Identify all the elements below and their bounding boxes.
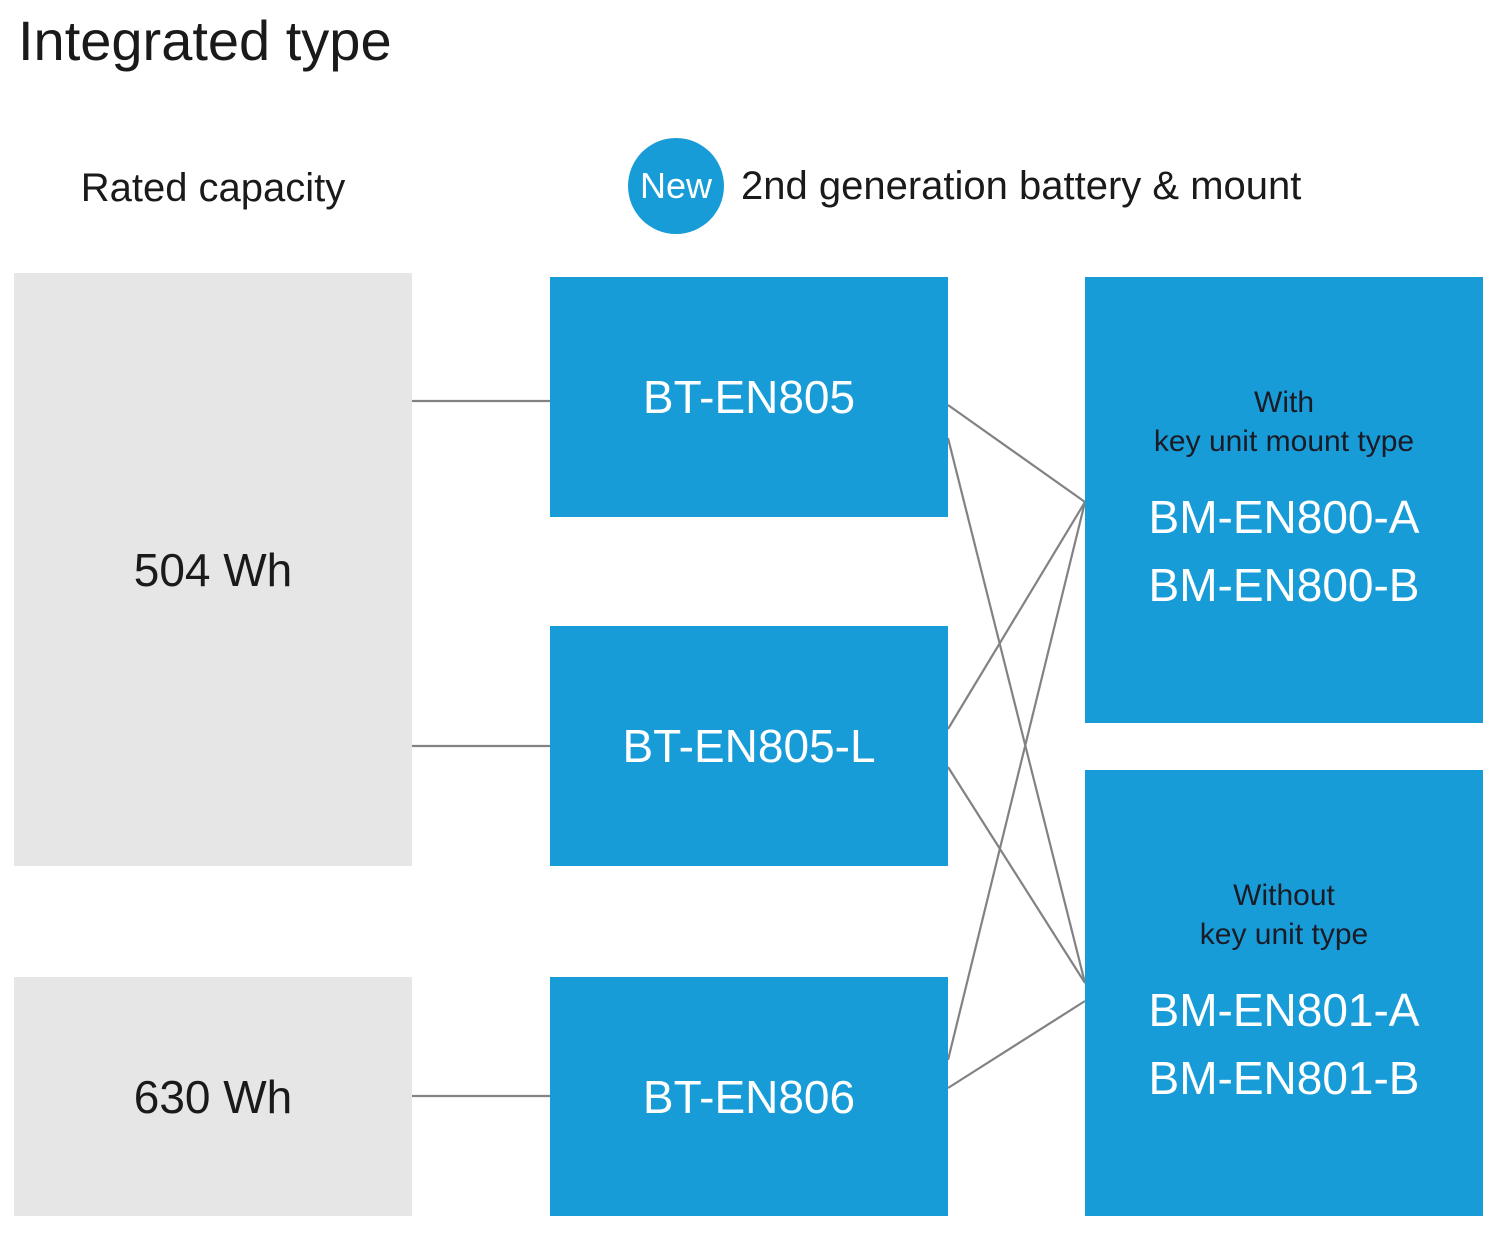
new-badge-label: New [639,165,713,206]
battery-box-bt-en805-l: BT-EN805-L [550,626,948,866]
mount-box-with-key-unit: With key unit mount type BM-EN800-A BM-E… [1085,277,1483,723]
capacity-label-504wh: 504 Wh [133,543,293,596]
battery-box-bt-en805: BT-EN805 [550,277,948,517]
page-title: Integrated type [18,9,392,72]
connector-bt-en806--without-key-unit [947,1000,1086,1089]
mount-heading-line1: With [1254,386,1314,419]
new-legend-caption: 2nd generation battery & mount [741,163,1302,208]
connector-bt-en805--with-key-unit [947,404,1086,503]
connector-bt-en805-l--without-key-unit [947,766,1086,984]
battery-label-bt-en805-l: BT-EN805-L [622,720,876,772]
mount-model-bm-en800-b: BM-EN800-B [1148,559,1420,611]
battery-label-bt-en805: BT-EN805 [642,371,856,423]
mount-model-bm-en801-b: BM-EN801-B [1148,1052,1420,1104]
battery-label-bt-en806: BT-EN806 [642,1070,856,1123]
rated-capacity-label: Rated capacity [80,166,346,210]
mount-models-without-key-unit: BM-EN801-A BM-EN801-B [1149,976,1420,1112]
new-badge-icon: New [628,138,724,234]
new-generation-legend: New 2nd generation battery & mount [628,138,1301,234]
mount-box-without-key-unit: Without key unit type BM-EN801-A BM-EN80… [1085,770,1483,1216]
mount-model-bm-en800-a: BM-EN800-A [1148,491,1420,543]
mount-heading-without-key-unit: Without key unit type [1200,876,1368,954]
mount-heading-line1: Without [1233,879,1335,912]
battery-box-bt-en806: BT-EN806 [550,977,948,1216]
mount-model-bm-en801-a: BM-EN801-A [1148,984,1420,1036]
connector-bt-en805-l--with-key-unit [947,501,1086,730]
mount-models-with-key-unit: BM-EN800-A BM-EN800-B [1149,483,1420,619]
mount-heading-line2: key unit mount type [1153,425,1415,458]
connector-bt-en805--without-key-unit [946,437,1087,984]
capacity-label-630wh: 630 Wh [133,1070,293,1123]
mount-heading-with-key-unit: With key unit mount type [1154,383,1414,461]
capacity-box-630wh: 630 Wh [14,977,412,1216]
mount-heading-line2: key unit type [1199,918,1369,951]
connector-bt-en806--with-key-unit [946,501,1087,1061]
capacity-box-504wh: 504 Wh [14,273,412,866]
